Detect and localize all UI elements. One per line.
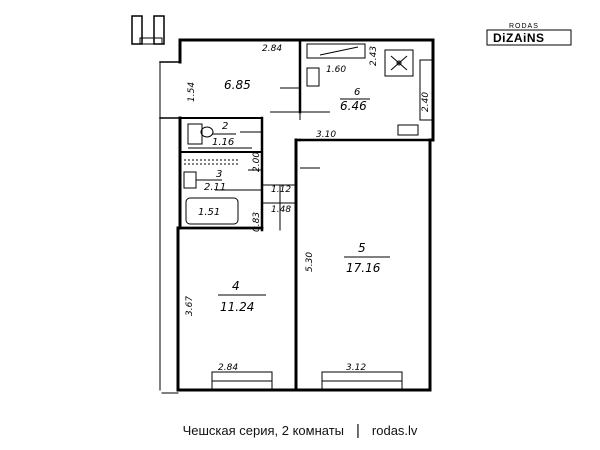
dim-kitchen-wall: 2.43 <box>369 46 379 66</box>
dim-small-a: 1.12 <box>271 185 291 195</box>
kitchen-number: 6 <box>354 87 360 98</box>
plan-fixtures <box>183 43 434 391</box>
logo: RODAS DiZAiNS <box>486 23 572 46</box>
dim-room4-height: 3.67 <box>185 296 195 316</box>
dim-hall-height: 1.54 <box>187 82 197 102</box>
bathtub-area: 1.51 <box>198 207 220 218</box>
dimension-lines <box>215 87 330 191</box>
dim-room5-height: 5.30 <box>305 252 315 272</box>
room5-number: 5 <box>358 241 366 255</box>
room5-area: 17.16 <box>346 261 381 275</box>
caption-text: Чешская серия, 2 комнаты <box>182 422 344 438</box>
hall-area: 6.85 <box>224 78 251 92</box>
bath-number: 3 <box>216 169 222 180</box>
logo-top-text: RODAS <box>509 23 539 30</box>
dimension-labels: 2.84 1.54 1.60 2.43 2.40 3.10 2.00 1.12 … <box>185 44 431 373</box>
room4-number: 4 <box>232 279 240 293</box>
room-labels: 6.85 6 6.46 2 1.16 3 2.11 1.51 5 17.16 4… <box>198 78 390 314</box>
dim-small-c: 0.83 <box>252 212 262 232</box>
dim-room5-width: 3.12 <box>346 363 366 373</box>
wc-number: 2 <box>222 121 228 132</box>
dim-room4-width: 2.84 <box>218 363 238 373</box>
plan-caption: Чешская серия, 2 комнаты | rodas.lv <box>0 418 600 442</box>
dim-small-b: 1.48 <box>271 205 291 215</box>
logo-main-text: DiZAiNS <box>493 31 545 45</box>
room4-area: 11.24 <box>220 300 254 314</box>
logo-frame <box>486 29 572 46</box>
kitchen-area: 6.46 <box>340 99 367 113</box>
dim-wc-inner: 1.60 <box>326 65 346 75</box>
dim-kitchen-height: 2.40 <box>421 92 431 112</box>
dim-bath-height: 2.00 <box>252 152 262 172</box>
bath-area: 2.11 <box>204 182 226 193</box>
caption-separator: | <box>356 421 360 439</box>
wc-area: 1.16 <box>212 137 234 148</box>
dim-top-width: 2.84 <box>262 44 282 54</box>
caption-site: rodas.lv <box>371 422 418 438</box>
plan-walls <box>131 15 435 394</box>
dim-kitchen-width: 3.10 <box>316 130 336 140</box>
